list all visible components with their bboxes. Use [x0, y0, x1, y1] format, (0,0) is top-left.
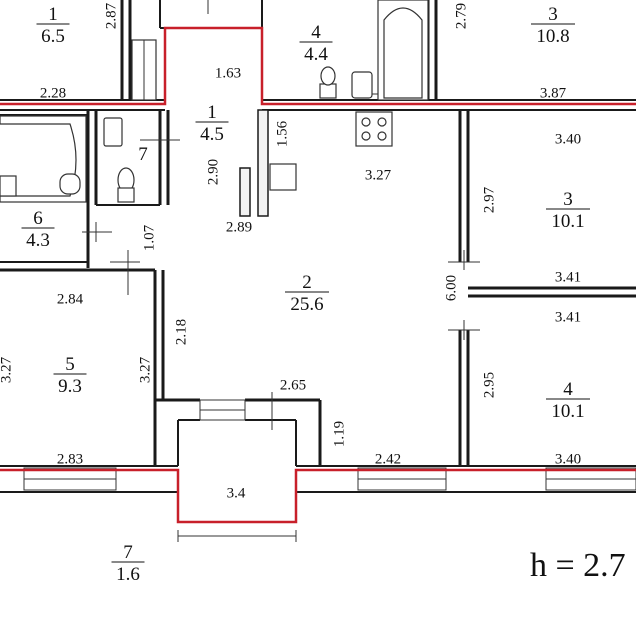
dim-387: 3.87 — [540, 85, 567, 101]
dim-156: 1.56 — [274, 120, 290, 147]
hall-cabinet-icon — [269, 163, 297, 191]
dim-279: 2.79 — [453, 3, 469, 29]
room-r7-loggia: 71.6 — [111, 542, 145, 585]
room-r3-top-right: 310.8 — [531, 4, 575, 47]
dim-228: 2.28 — [40, 85, 66, 101]
room-number: 1 — [48, 4, 58, 25]
dim-107: 1.07 — [141, 224, 157, 251]
room-area: 4.4 — [304, 44, 328, 65]
dim-284: 2.84 — [57, 291, 84, 307]
dim-295: 2.95 — [481, 372, 497, 398]
room-r5-left: 59.3 — [53, 354, 87, 397]
room-area: 25.6 — [290, 294, 323, 315]
room-area: 4.3 — [26, 230, 50, 251]
washbasin-left-icon — [59, 173, 81, 195]
toilet-top-icon — [319, 66, 337, 99]
fixtures — [0, 0, 429, 203]
toilet-room7-icon — [103, 117, 135, 203]
room-number: 1 — [207, 102, 217, 123]
dim-341-b: 3.41 — [555, 309, 581, 325]
ceiling-height-label: h = 2.7 — [530, 547, 626, 584]
room-r7-toilet: 7 — [138, 144, 148, 165]
dim-283: 2.83 — [57, 451, 83, 467]
bathtub-top-icon — [370, 0, 429, 101]
dim-600: 6.00 — [443, 275, 459, 301]
room-r1-hall: 14.5 — [195, 102, 229, 145]
room-area: 10.8 — [536, 26, 569, 47]
dim-119: 1.19 — [331, 421, 347, 447]
room-r4-right: 410.1 — [546, 379, 590, 422]
room-number: 7 — [123, 542, 133, 563]
door-marks — [82, 0, 480, 430]
room-area: 10.1 — [551, 211, 584, 232]
room-area: 1.6 — [116, 564, 140, 585]
room-number: 3 — [563, 189, 573, 210]
room-r1-top-left: 16.5 — [36, 4, 70, 47]
room-area: 9.3 — [58, 376, 82, 397]
dimension-labels: 2.87 2.79 1.63 2.28 3.87 1.56 3.40 2.90 3.27 2.97… — [0, 2, 581, 501]
dim-218: 2.18 — [173, 319, 189, 345]
stove-icon — [355, 111, 393, 147]
room-area: 6.5 — [41, 26, 65, 47]
room-number: 4 — [563, 379, 573, 400]
room-r6-bath: 64.3 — [21, 208, 55, 251]
dim-341-a: 3.41 — [555, 269, 581, 285]
closet-icon — [131, 39, 157, 101]
dim-287: 2.87 — [103, 2, 119, 29]
dim-265: 2.65 — [280, 377, 306, 393]
dim-327-top: 3.27 — [365, 167, 392, 183]
dim-297: 2.97 — [481, 186, 497, 213]
dim-289: 2.89 — [226, 219, 252, 235]
dim-340-b: 3.40 — [555, 451, 581, 467]
room-number: 2 — [302, 272, 312, 293]
room-r4-top-bath: 44.4 — [299, 22, 333, 65]
walls — [0, 0, 636, 542]
room-r2-main: 225.6 — [285, 272, 329, 315]
room-number: 5 — [65, 354, 75, 375]
dim-34: 3.4 — [227, 485, 246, 501]
room-number: 3 — [548, 4, 558, 25]
room-number: 7 — [138, 144, 148, 165]
room-area: 10.1 — [551, 401, 584, 422]
room-area: 4.5 — [200, 124, 224, 145]
room-number: 6 — [33, 208, 43, 229]
dim-327-mid: 3.27 — [137, 356, 153, 383]
dim-163: 1.63 — [215, 65, 241, 81]
washbasin-top-icon — [351, 71, 373, 99]
apartment-boundary — [0, 26, 636, 524]
dim-340-a: 3.40 — [555, 131, 581, 147]
dim-242: 2.42 — [375, 451, 401, 467]
room-number: 4 — [311, 22, 321, 43]
room-r3-right: 310.1 — [546, 189, 590, 232]
dim-290: 2.90 — [205, 159, 221, 185]
dim-327-left: 3.27 — [0, 356, 14, 383]
